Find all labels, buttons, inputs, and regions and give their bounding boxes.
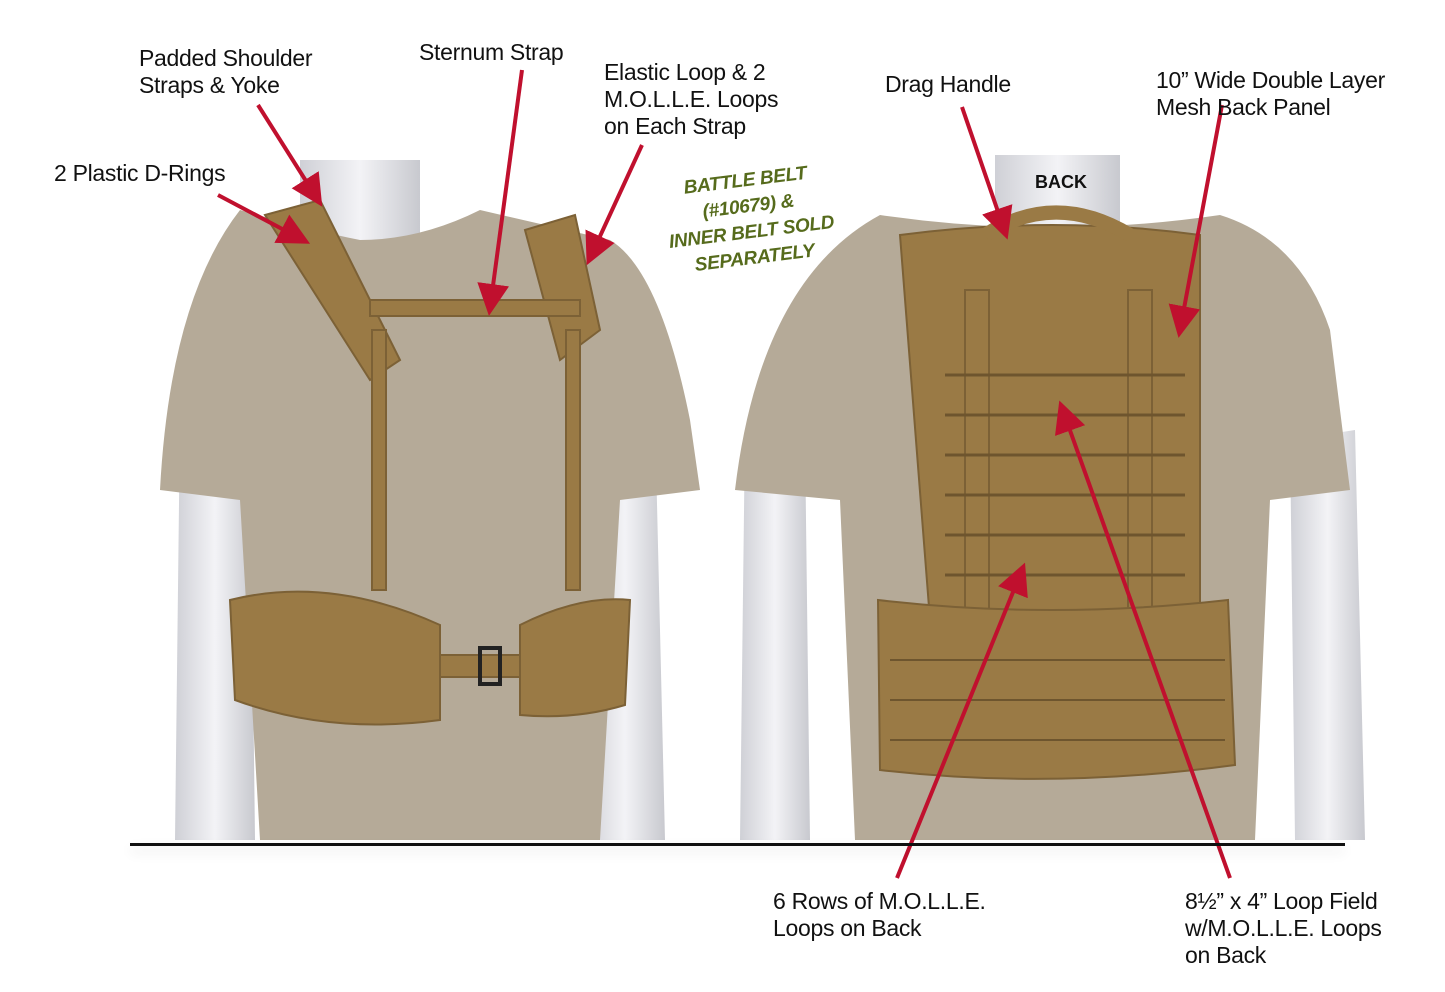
- callout-molle-rows: 6 Rows of M.O.L.L.E. Loops on Back: [773, 888, 986, 941]
- floor-line: [130, 843, 1345, 846]
- callout-mesh-panel: 10” Wide Double Layer Mesh Back Panel: [1156, 67, 1385, 120]
- callout-loop-field: 8½” x 4” Loop Field w/M.O.L.L.E. Loops o…: [1185, 888, 1382, 968]
- front-mannequin: [160, 160, 700, 840]
- callout-sternum-strap: Sternum Strap: [419, 39, 564, 65]
- front-harness: [228, 198, 632, 726]
- callout-shoulder-straps: Padded Shoulder Straps & Yoke: [139, 45, 313, 98]
- back-view-tag: BACK: [1035, 172, 1087, 192]
- callout-d-rings: 2 Plastic D-Rings: [54, 160, 226, 186]
- callout-drag-handle: Drag Handle: [885, 71, 1011, 97]
- promo-battle-belt-note: BATTLE BELT (#10679) & INNER BELT SOLD S…: [667, 162, 836, 276]
- callout-arrows: [217, 69, 1232, 879]
- back-harness: [876, 205, 1237, 780]
- callout-elastic-loop: Elastic Loop & 2 M.O.L.L.E. Loops on Eac…: [604, 59, 779, 139]
